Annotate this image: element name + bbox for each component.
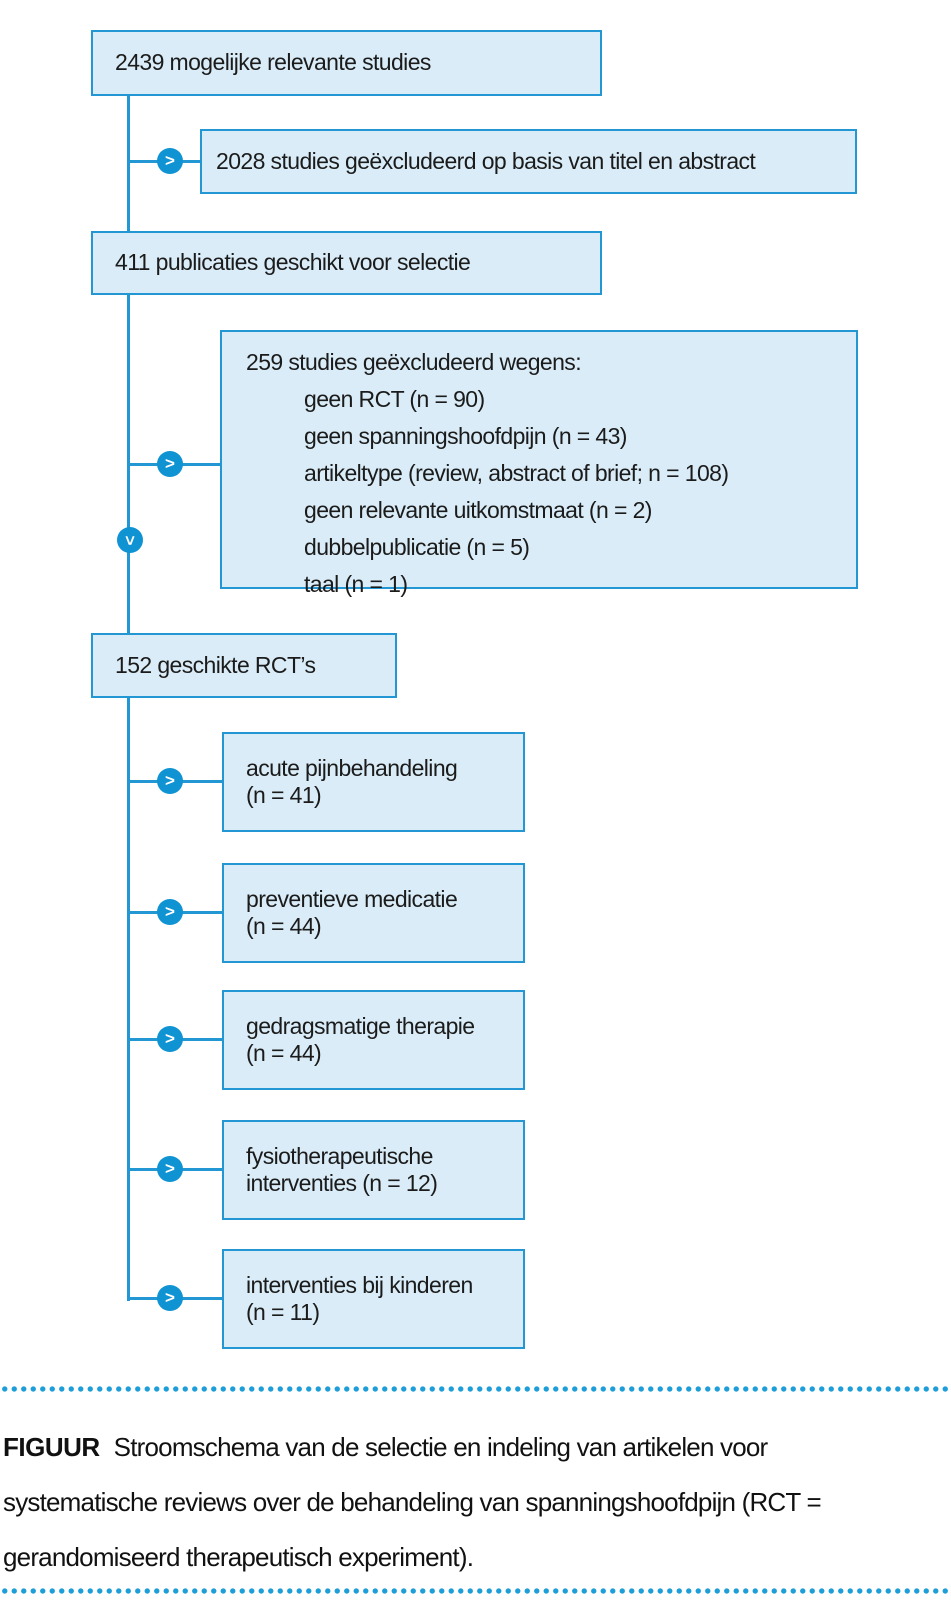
excluded-reason-item: dubbelpublicatie (n = 5) (304, 534, 530, 560)
category-line2: (n = 41) (246, 782, 322, 808)
connector-vertical-3 (127, 698, 130, 1301)
box-excluded-title-abstract-label: 2028 studies geëxcludeerd op basis van t… (216, 147, 756, 174)
arrow-right-icon: > (157, 148, 183, 174)
arrow-right-icon: > (157, 1026, 183, 1052)
box-eligible-rcts: 152 geschikte RCT’s (91, 633, 397, 698)
category-line1: acute pijnbehandeling (246, 754, 458, 781)
caption-text: Stroomschema van de selectie en indeling… (113, 1432, 769, 1462)
category-line1: fysiotherapeutische (246, 1142, 433, 1169)
excluded-reason-item: geen RCT (n = 90) (304, 386, 485, 412)
caption-figure-label: FIGUUR (3, 1432, 100, 1462)
excluded-reason-item: artikeltype (review, abstract of brief; … (304, 460, 729, 486)
category-line1: preventieve medicatie (246, 885, 458, 912)
box-initial-studies: 2439 mogelijke relevante studies (91, 30, 602, 96)
excluded-reasons-content: 259 studies geëxcludeerd wegens: geen RC… (222, 332, 738, 613)
chevron-right-glyph: > (165, 770, 175, 790)
caption-line: gerandomiseerd therapeutisch experiment)… (3, 1530, 949, 1585)
arrow-down-icon: > (117, 527, 143, 553)
box-category-kinderen: interventies bij kinderen (n = 11) (222, 1249, 525, 1349)
category-line1: interventies bij kinderen (246, 1271, 473, 1298)
dotted-rule-top (0, 1386, 951, 1392)
category-line2: (n = 11) (246, 1299, 320, 1325)
category-line2: (n = 44) (246, 913, 322, 939)
category-line2: (n = 44) (246, 1040, 322, 1066)
chevron-right-glyph: > (165, 1028, 175, 1048)
figure-caption: FIGUUR Stroomschema van de selectie en in… (3, 1420, 949, 1585)
box-excluded-reasons: 259 studies geëxcludeerd wegens: geen RC… (220, 330, 858, 597)
chevron-down-glyph: > (120, 535, 140, 545)
box-initial-studies-label: 2439 mogelijke relevante studies (115, 49, 431, 76)
box-category-fysio: fysiotherapeutische interventies (n = 12… (222, 1120, 525, 1220)
caption-text: gerandomiseerd therapeutisch experiment)… (3, 1542, 474, 1572)
dotted-rule-bottom (0, 1588, 951, 1594)
category-line1: gedragsmatige therapie (246, 1012, 475, 1039)
arrow-right-icon: > (157, 768, 183, 794)
box-category-acute: acute pijnbehandeling (n = 41) (222, 732, 525, 832)
arrow-right-icon: > (157, 1156, 183, 1182)
box-excluded-title-abstract: 2028 studies geëxcludeerd op basis van t… (200, 129, 857, 194)
arrow-right-icon: > (157, 899, 183, 925)
excluded-reason-item: geen relevante uitkomstmaat (n = 2) (304, 497, 652, 523)
excluded-reason-item: taal (n = 1) (304, 571, 408, 597)
chevron-right-glyph: > (165, 1287, 175, 1307)
caption-line: systematische reviews over de behandelin… (3, 1475, 949, 1530)
box-category-preventief: preventieve medicatie (n = 44) (222, 863, 525, 963)
chevron-right-glyph: > (165, 150, 175, 170)
arrow-right-icon: > (157, 451, 183, 477)
connector-vertical-2 (127, 294, 130, 633)
box-category-gedrag: gedragsmatige therapie (n = 44) (222, 990, 525, 1090)
excluded-reason-item: geen spanningshoofdpijn (n = 43) (304, 423, 627, 449)
caption-line: FIGUUR Stroomschema van de selectie en in… (3, 1420, 949, 1475)
chevron-right-glyph: > (165, 453, 175, 473)
box-eligible-selection: 411 publicaties geschikt voor selectie (91, 231, 602, 295)
category-line2: interventies (n = 12) (246, 1170, 438, 1196)
box-eligible-selection-label: 411 publicaties geschikt voor selectie (115, 249, 471, 276)
caption-text: systematische reviews over de behandelin… (3, 1487, 822, 1517)
connector-vertical-1 (127, 96, 130, 232)
excluded-reasons-header: 259 studies geëxcludeerd wegens: (246, 349, 582, 375)
chevron-right-glyph: > (165, 901, 175, 921)
chevron-right-glyph: > (165, 1158, 175, 1178)
excluded-reasons-list: geen RCT (n = 90) geen spanningshoofdpij… (246, 381, 729, 603)
arrow-right-icon: > (157, 1285, 183, 1311)
box-eligible-rcts-label: 152 geschikte RCT’s (115, 651, 316, 678)
